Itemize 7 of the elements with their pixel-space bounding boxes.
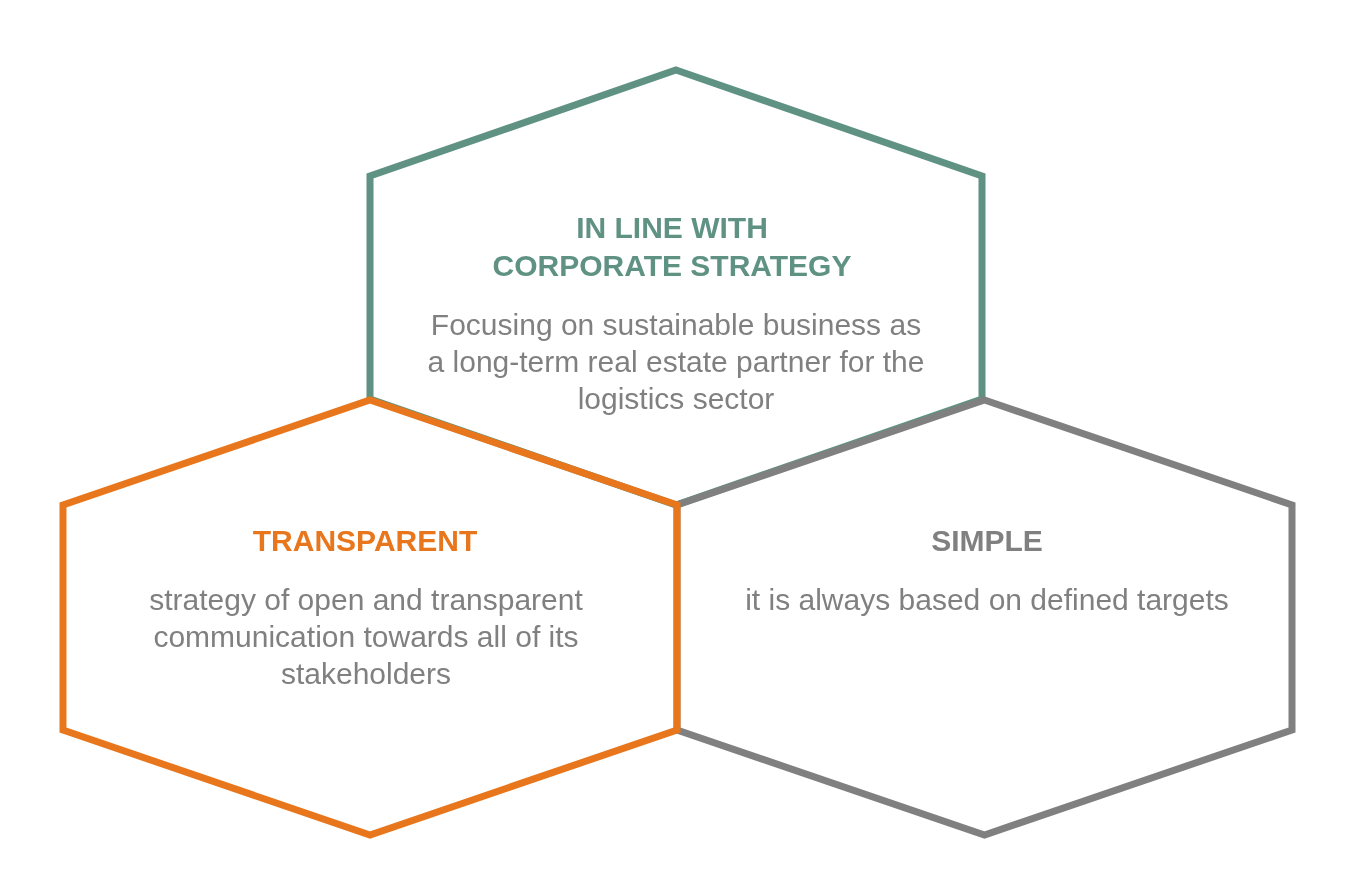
hexagon-description: it is always based on defined targets [745,582,1229,618]
hexagon-description: Focusing on sustainable business as a long-term real estate partner for the logistics sector [426,307,926,417]
hexagon [366,66,986,509]
hexagon-description: strategy of open and transparent communication towards all of its stakeholders [148,582,584,692]
hexagon-title: TRANSPARENT [252,523,478,559]
hexagon-title: IN LINE WITH CORPORATE STRATEGY [491,210,853,284]
hexagon-title: SIMPLE [931,523,1043,559]
